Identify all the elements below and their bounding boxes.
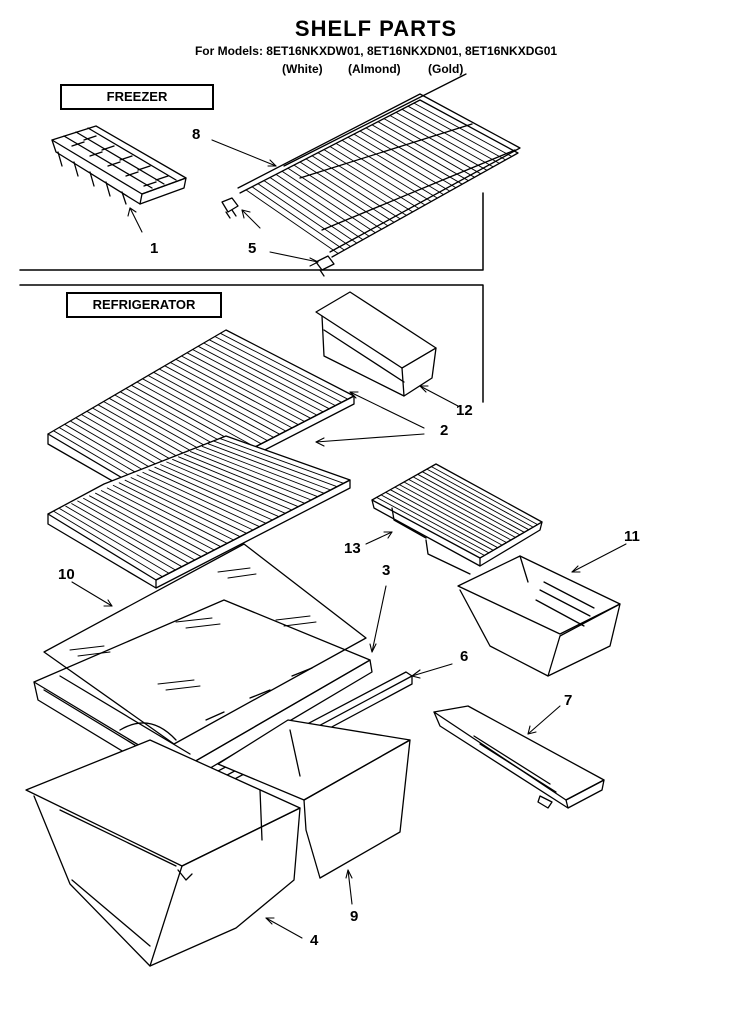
ice-tray-part <box>52 126 186 204</box>
freezer-wire-shelf-part <box>238 74 520 257</box>
callout-5: 5 <box>248 240 257 257</box>
color-almond: (Almond) <box>348 62 401 76</box>
callout-6: 6 <box>460 648 469 665</box>
callout-13: 13 <box>344 540 361 557</box>
callout-1: 1 <box>150 240 159 257</box>
color-gold: (Gold) <box>428 62 464 76</box>
left-crisper-drawer-part <box>26 740 300 966</box>
refrigerator-frame <box>20 285 483 402</box>
callout-7: 7 <box>564 692 573 709</box>
right-crisper-drawer-part <box>218 720 410 878</box>
glass-panel-part <box>44 544 366 744</box>
crisper-shelf-part <box>372 464 542 574</box>
door-bin-part <box>316 292 436 396</box>
lower-wire-shelf-part <box>48 436 350 588</box>
freezer-label: FREEZER <box>60 84 214 110</box>
meat-drawer-part <box>458 556 620 676</box>
callout-10: 10 <box>58 566 75 583</box>
leader-lines <box>72 140 626 938</box>
page-title: SHELF PARTS <box>294 16 458 41</box>
light-shield-part <box>434 706 604 808</box>
lower-shelf-wires <box>54 439 344 577</box>
crisper-shelf-wires <box>377 467 538 556</box>
callout-2: 2 <box>440 422 449 439</box>
models-line: For Models: 8ET16NKXDW01, 8ET16NKXDN01, … <box>194 44 558 58</box>
callout-11: 11 <box>624 528 640 545</box>
callout-9: 9 <box>350 908 359 925</box>
upper-shelf-wires <box>54 333 348 495</box>
shelf-support-part <box>222 198 334 276</box>
freezer-frame <box>20 193 483 270</box>
color-white: (White) <box>282 62 323 76</box>
callout-12: 12 <box>456 402 473 419</box>
callout-4: 4 <box>310 932 319 949</box>
refrigerator-label: REFRIGERATOR <box>66 292 222 318</box>
callout-3: 3 <box>382 562 391 579</box>
callout-8: 8 <box>192 126 201 143</box>
freezer-shelf-wires <box>246 103 512 253</box>
